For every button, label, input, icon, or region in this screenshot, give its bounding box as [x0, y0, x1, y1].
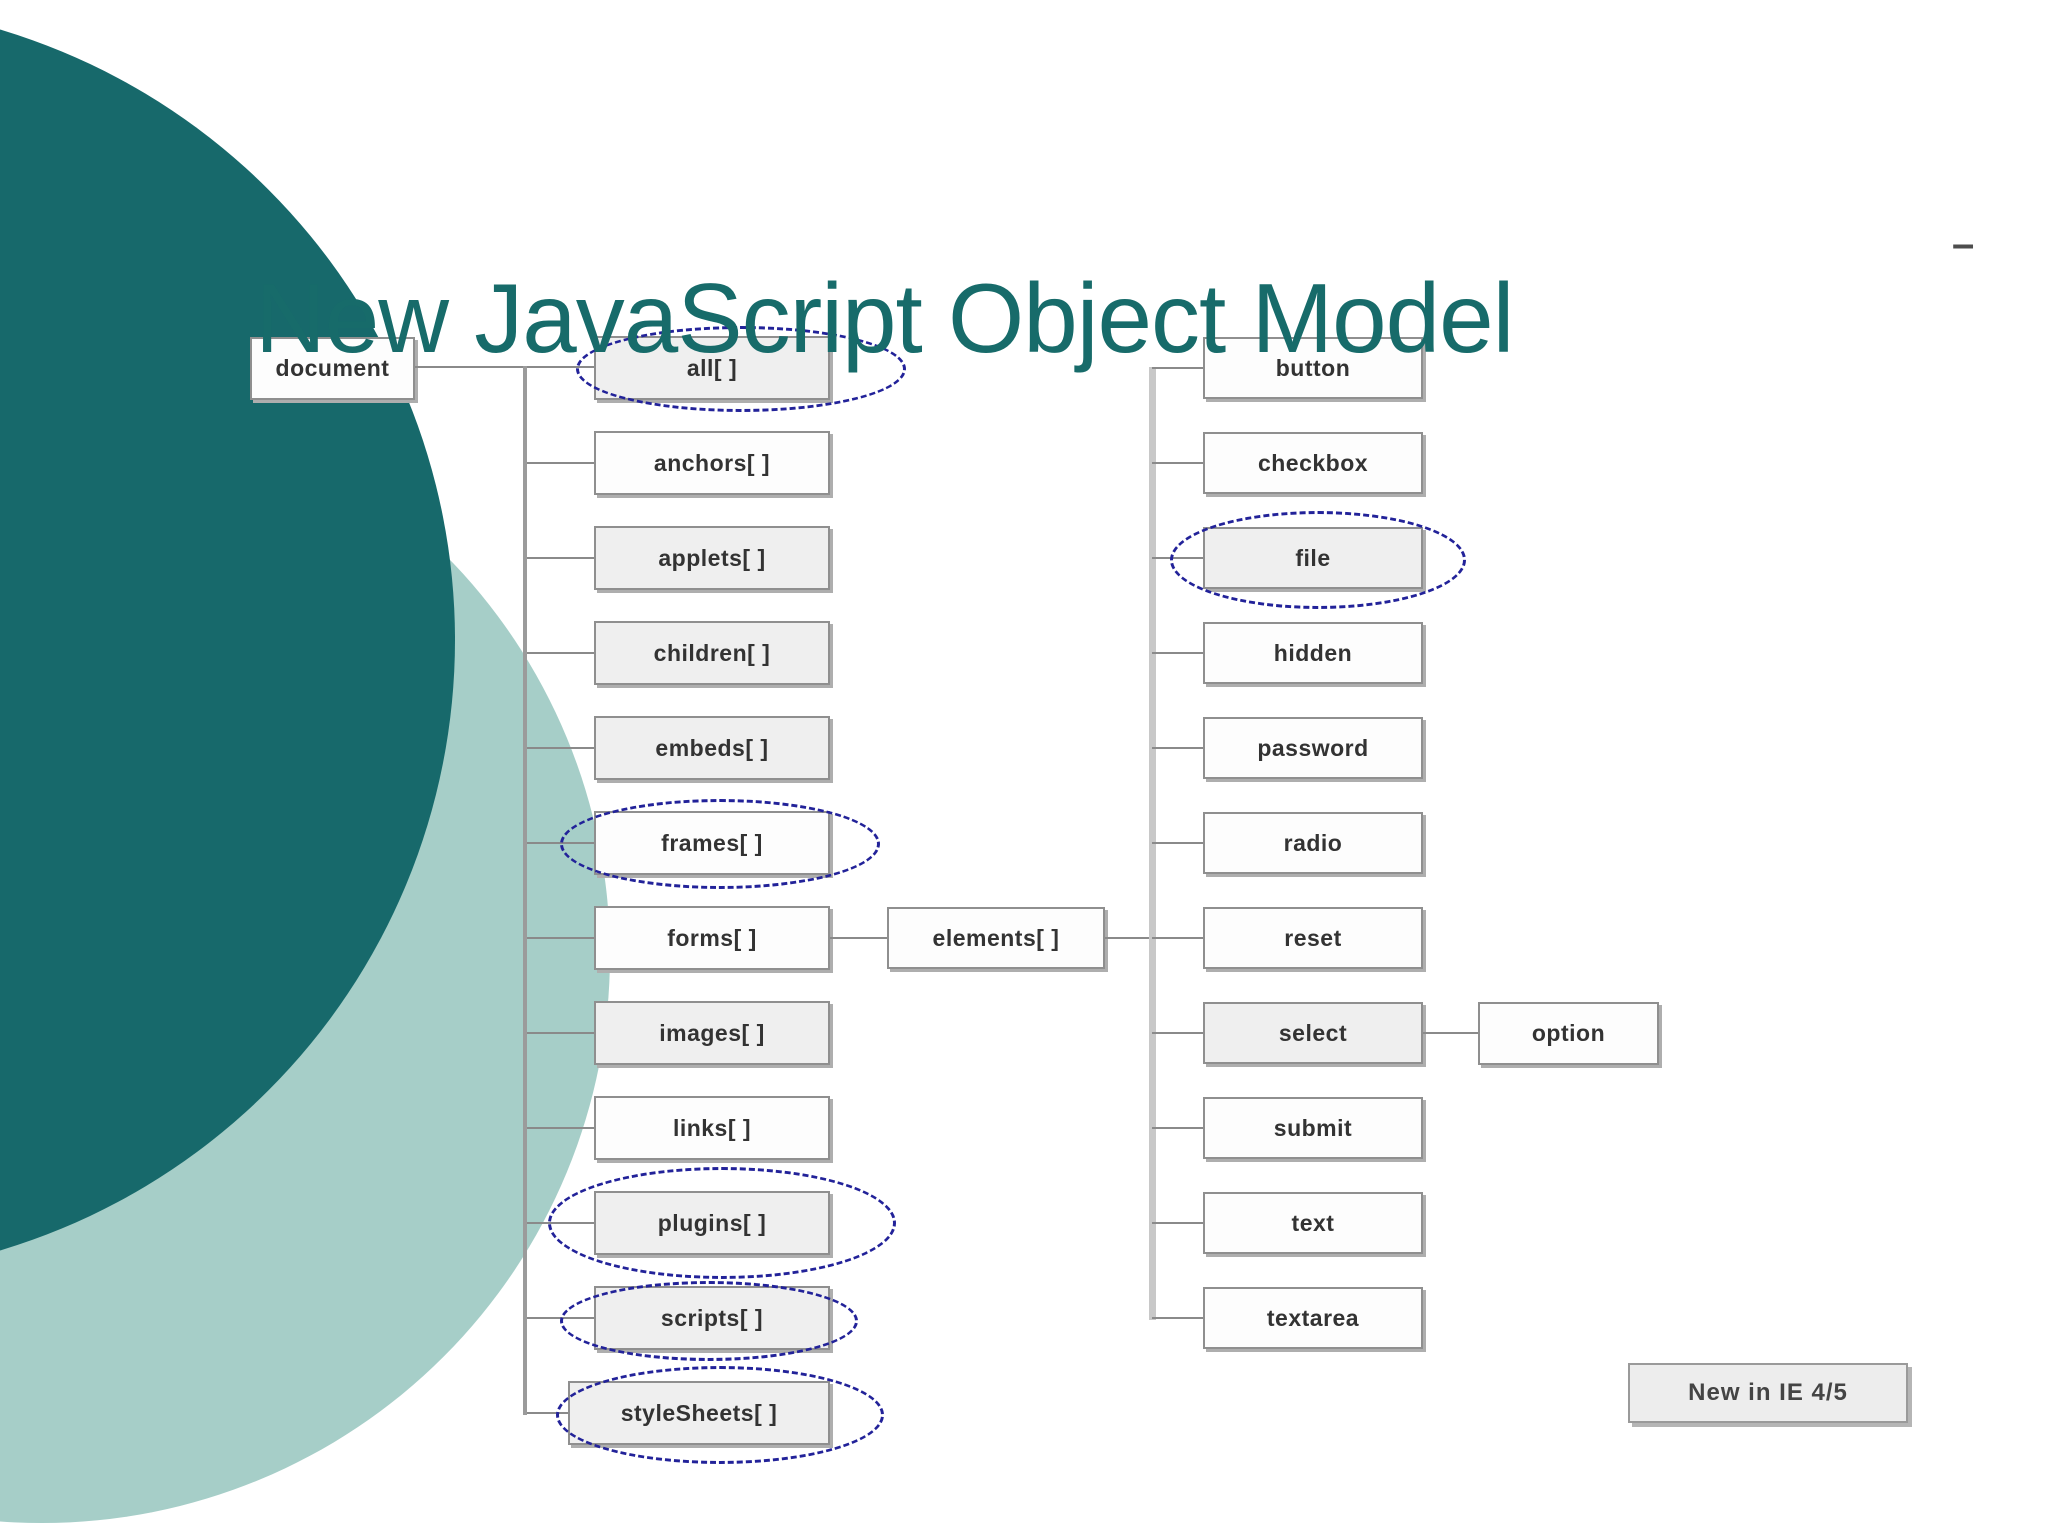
node-children: children[ ] [594, 621, 830, 685]
connector-line [527, 462, 594, 464]
connector-line [1423, 1032, 1478, 1034]
tree-trunk-left [523, 366, 527, 1415]
connector-line [1152, 1222, 1203, 1224]
new-ie-ellipse [1170, 511, 1466, 609]
node-password: password [1203, 717, 1423, 779]
node-anchors: anchors[ ] [594, 431, 830, 495]
connector-line [1152, 1127, 1203, 1129]
legend-new-in-ie: New in IE 4/5 [1628, 1363, 1908, 1423]
connector-line [1152, 367, 1203, 369]
new-ie-ellipse [576, 326, 906, 412]
connector-line [1152, 937, 1203, 939]
connector-line [527, 747, 594, 749]
node-images: images[ ] [594, 1001, 830, 1065]
node-submit: submit [1203, 1097, 1423, 1159]
top-right-dash: – [1952, 222, 1975, 266]
connector-line [415, 366, 594, 368]
connector-line [1152, 747, 1203, 749]
new-ie-ellipse [556, 1366, 884, 1464]
node-select: select [1203, 1002, 1423, 1064]
page-title: New JavaScript Object Model [255, 262, 1514, 373]
connector-line [1152, 1317, 1203, 1319]
new-ie-ellipse [548, 1167, 896, 1279]
connector-line [527, 557, 594, 559]
node-embeds: embeds[ ] [594, 716, 830, 780]
node-text: text [1203, 1192, 1423, 1254]
node-document: document [250, 337, 415, 400]
node-reset: reset [1203, 907, 1423, 969]
connector-line [1152, 462, 1203, 464]
node-checkbox: checkbox [1203, 432, 1423, 494]
new-ie-ellipse [560, 799, 880, 889]
node-option: option [1478, 1002, 1659, 1065]
connector-line [527, 1127, 594, 1129]
node-button: button [1203, 337, 1423, 399]
node-links: links[ ] [594, 1096, 830, 1160]
new-ie-ellipse [560, 1281, 858, 1361]
node-forms: forms[ ] [594, 906, 830, 970]
connector-line [527, 1032, 594, 1034]
node-radio: radio [1203, 812, 1423, 874]
node-hidden: hidden [1203, 622, 1423, 684]
connector-line [527, 1412, 568, 1414]
connector-line [527, 937, 594, 939]
connector-line [527, 652, 594, 654]
node-textarea: textarea [1203, 1287, 1423, 1349]
connector-line [1152, 652, 1203, 654]
connector-line [1152, 1032, 1203, 1034]
node-applets: applets[ ] [594, 526, 830, 590]
connector-line [1152, 842, 1203, 844]
node-elements: elements[ ] [887, 907, 1105, 969]
connector-line [830, 937, 887, 939]
